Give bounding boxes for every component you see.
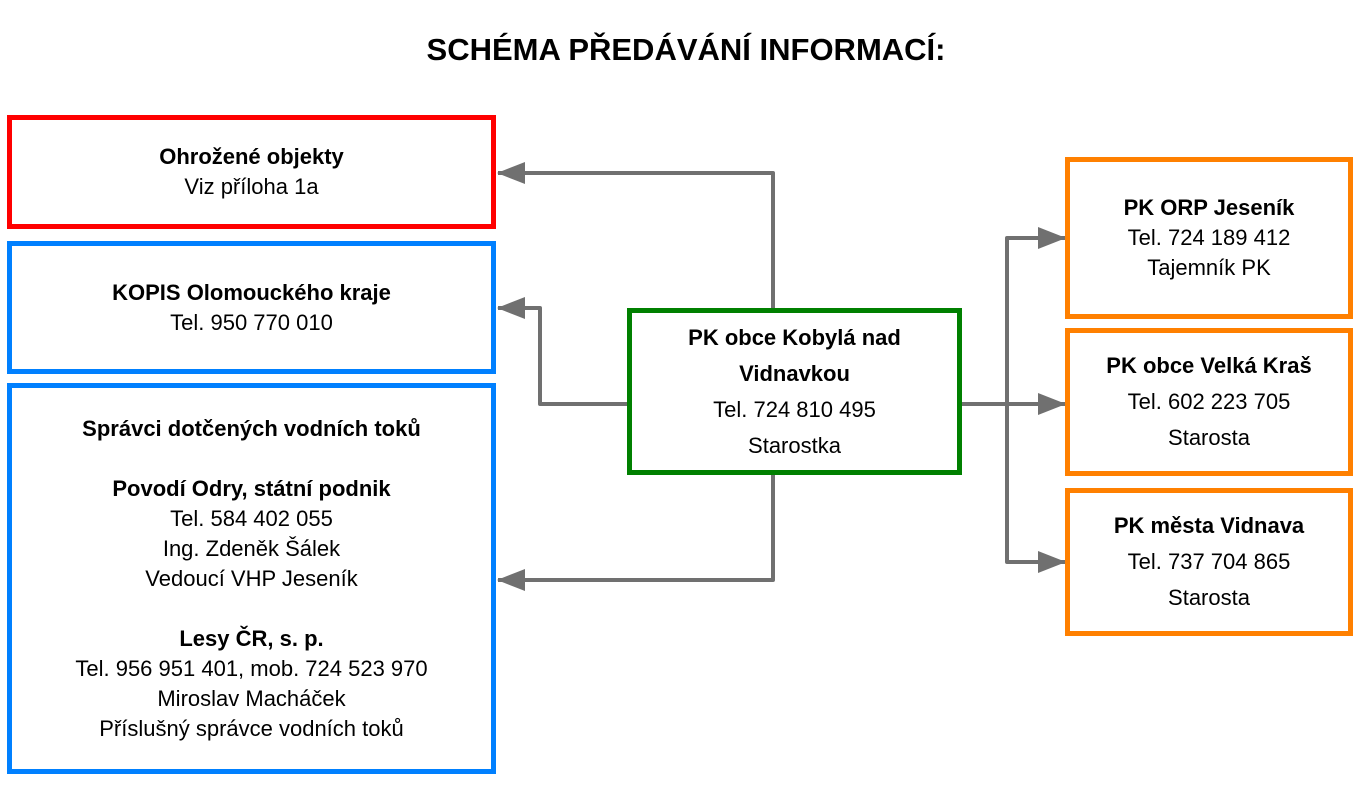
lesy-role: Příslušný správce vodních toků bbox=[99, 715, 404, 741]
box-line: Viz příloha 1a bbox=[184, 174, 319, 199]
box-heading: KOPIS Olomouckého kraje bbox=[112, 279, 391, 305]
odra-role: Vedoucí VHP Jeseník bbox=[145, 565, 358, 591]
center-heading-1: PK obce Kobylá nad bbox=[688, 324, 901, 350]
arrow-to-managers bbox=[497, 474, 775, 591]
box-heading: PK města Vidnava bbox=[1113, 513, 1305, 538]
box-role: Starosta bbox=[1168, 585, 1250, 610]
lesy-phone: Tel. 956 951 401, mob. 724 523 970 bbox=[75, 655, 428, 681]
box-role: Starosta bbox=[1168, 425, 1250, 450]
box-heading: PK ORP Jeseník bbox=[1123, 195, 1295, 220]
vidnava-box: PK města Vidnava Tel. 737 704 865 Staros… bbox=[1065, 488, 1353, 636]
diagram-title: SCHÉMA PŘEDÁVÁNÍ INFORMACÍ: bbox=[426, 32, 946, 67]
box-phone: Tel. 737 704 865 bbox=[1127, 549, 1291, 574]
box-heading: PK obce Velká Kraš bbox=[1106, 353, 1312, 378]
orp-box: PK ORP Jeseník Tel. 724 189 412 Tajemník… bbox=[1065, 157, 1353, 319]
lesy-heading: Lesy ČR, s. p. bbox=[179, 625, 324, 651]
box-phone: Tel. 724 189 412 bbox=[1127, 225, 1291, 250]
arrow-to-orp bbox=[1005, 227, 1066, 404]
velka-kras-box: PK obce Velká Kraš Tel. 602 223 705 Star… bbox=[1065, 328, 1353, 476]
odra-person: Ing. Zdeněk Šálek bbox=[162, 535, 341, 561]
box-role: Tajemník PK bbox=[1147, 255, 1271, 280]
arrow-to-threatened bbox=[497, 162, 775, 308]
box-heading: Ohrožené objekty bbox=[159, 144, 344, 169]
box-phone: Tel. 602 223 705 bbox=[1127, 389, 1291, 414]
arrow-to-vidnava bbox=[1005, 404, 1066, 573]
odra-phone: Tel. 584 402 055 bbox=[170, 505, 333, 531]
box-heading: Správci dotčených vodních toků bbox=[82, 415, 421, 441]
water-managers-box: Správci dotčených vodních toků Povodí Od… bbox=[7, 383, 496, 774]
center-role: Starostka bbox=[748, 432, 841, 458]
odra-heading: Povodí Odry, státní podnik bbox=[112, 475, 391, 501]
center-heading-2: Vidnavkou bbox=[739, 360, 850, 386]
arrow-to-kopis bbox=[497, 297, 628, 406]
center-phone: Tel. 724 810 495 bbox=[713, 396, 876, 422]
threatened-objects-box: Ohrožené objekty Viz příloha 1a bbox=[7, 115, 496, 229]
lesy-person: Miroslav Macháček bbox=[157, 685, 346, 711]
kopis-box: KOPIS Olomouckého kraje Tel. 950 770 010 bbox=[7, 241, 496, 374]
center-box: PK obce Kobylá nad Vidnavkou Tel. 724 81… bbox=[627, 308, 962, 475]
box-phone: Tel. 950 770 010 bbox=[170, 309, 333, 335]
